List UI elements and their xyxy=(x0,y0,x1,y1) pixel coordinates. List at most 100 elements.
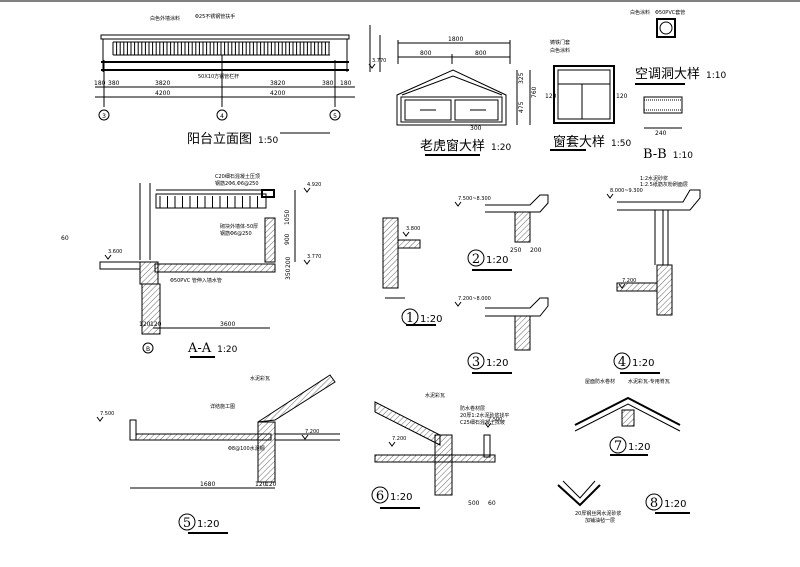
annotation-note: 白色外墙涂料 xyxy=(150,15,180,22)
annotation-note: 1:2.5纸筋灰粉刷面层 xyxy=(640,181,688,188)
axis-bubble: 4 xyxy=(216,109,228,121)
elevation-mark: 7.200 xyxy=(618,278,636,289)
drawing-title: 阳台立面图 xyxy=(187,132,252,147)
elevation-label: 3.770 xyxy=(372,58,386,64)
detail-scale: 1:20 xyxy=(632,358,654,369)
detail-7-title: 7 1:20 xyxy=(609,436,650,454)
elevation-label: 3.600 xyxy=(108,249,122,255)
annotation-note: 防水卷材层 xyxy=(460,405,485,412)
elevation-mark: 7.200 xyxy=(301,429,319,440)
annotation-note: 详结施工图 xyxy=(210,403,235,410)
axis-label: 5 xyxy=(333,113,337,120)
dormer-window xyxy=(396,40,531,156)
dimension-label: 4200 xyxy=(270,90,285,97)
annotation-note: 加铺油毡一层 xyxy=(585,517,615,524)
dimension-label: 1050 xyxy=(284,210,291,225)
dimension-label: 120 xyxy=(139,321,151,328)
detail-number: 3 xyxy=(472,355,480,370)
elevation-label: 7.500 xyxy=(488,417,502,423)
dimension-label: 900 xyxy=(284,233,291,245)
dimension-label: 250 xyxy=(510,247,522,254)
dimension-label: 475 xyxy=(518,101,525,113)
annotation-note: 1:2水泥砂浆 xyxy=(640,175,668,182)
dimension-label: 1800 xyxy=(448,36,463,43)
detail-scale: 1:20 xyxy=(628,442,650,453)
detail-number-circle xyxy=(645,493,663,511)
annotation-note: 铸铁门套 xyxy=(550,39,570,46)
elevation-label: 7.500~8.300 xyxy=(458,196,491,202)
detail-3 xyxy=(472,297,549,374)
dimension-label: 1680 xyxy=(200,481,215,488)
dimension-label: 300 xyxy=(470,125,482,132)
elevation-mark: 3.600 xyxy=(104,249,122,260)
detail-scale: 1:20 xyxy=(486,255,508,266)
detail-number: 6 xyxy=(376,489,384,504)
elevation-label: 8.000~9.300 xyxy=(610,188,643,194)
drawing-scale: 1:10 xyxy=(673,151,693,161)
elevation-mark: 7.500~8.300 xyxy=(454,196,491,207)
detail-6-title: 6 1:20 xyxy=(371,486,412,504)
axis-label: 3 xyxy=(102,113,106,120)
axis-label: 4 xyxy=(220,113,224,120)
balcony-elevation xyxy=(95,25,381,134)
elevation-label: 7.200 xyxy=(305,429,319,435)
detail-scale: 1:20 xyxy=(197,519,219,530)
annotation-note: Φ50PVC 管伸入墙水管 xyxy=(170,277,222,284)
elevation-label: 3.800 xyxy=(406,226,420,232)
dimension-label: 380 xyxy=(108,80,120,87)
detail-scale: 1:20 xyxy=(390,492,412,503)
dimension-label: 60 xyxy=(488,500,496,507)
detail-2 xyxy=(472,194,549,271)
elevation-mark: 7.500 xyxy=(96,411,114,422)
detail-number: 7 xyxy=(614,439,622,454)
dimension-label: 500 xyxy=(468,500,480,507)
detail-scale: 1:20 xyxy=(420,314,442,325)
detail-3-title: 3 1:20 xyxy=(467,352,508,370)
annotation-note: 50X10方钢管栏杆 xyxy=(198,73,239,80)
dimension-label: 800 xyxy=(420,50,432,57)
annotation-note: 20厚钢丝网水泥砂浆 xyxy=(575,510,621,517)
detail-number-circle xyxy=(467,352,485,370)
annotation-note: Φ25不锈钢管扶手 xyxy=(195,13,235,20)
detail-4-title: 4 1:20 xyxy=(613,352,654,370)
elevation-label: 7.500 xyxy=(100,411,114,417)
drawing-title: B-B xyxy=(643,147,667,162)
annotation-note: 白色涂料 xyxy=(630,9,650,16)
elevation-mark: 3.770 xyxy=(303,254,321,265)
dimension-label: 120 xyxy=(255,481,267,488)
axis-bubble: 3 xyxy=(98,109,110,121)
axis-bubble: B xyxy=(142,342,154,354)
detail-1-title: 1 1:20 xyxy=(401,308,442,326)
detail-7 xyxy=(574,396,681,456)
annotation-note: Φ50PVC套管 xyxy=(655,9,685,16)
dimension-label: 240 xyxy=(655,130,667,137)
dimension-label: 180 xyxy=(340,80,352,87)
drawing-scale: 1:20 xyxy=(217,345,237,355)
dimension-label: 800 xyxy=(475,50,487,57)
axis-label: B xyxy=(146,346,150,353)
detail-number: 4 xyxy=(618,355,626,370)
detail-number-circle xyxy=(467,249,485,267)
drawing-title: 老虎窗大样 xyxy=(420,138,485,154)
drawing-title: 空调洞大样 xyxy=(635,67,700,82)
dimension-label: 3600 xyxy=(220,321,235,328)
dimension-label: 120 xyxy=(265,481,277,488)
elevation-label: 3.770 xyxy=(307,254,321,260)
dimension-label: 325 xyxy=(518,72,525,84)
detail-6 xyxy=(374,401,496,509)
elevation-mark: 4.920 xyxy=(303,182,321,193)
annotation-note: 水泥彩瓦 xyxy=(250,375,270,382)
elevation-mark: 8.000~9.300 xyxy=(606,188,643,199)
dimension-label: 3820 xyxy=(270,80,285,87)
detail-number-circle xyxy=(609,436,627,454)
detail-scale: 1:20 xyxy=(486,358,508,369)
annotation-note: 钢筋2Φ6,Φ6@250 xyxy=(215,180,259,187)
dimension-label: 180 xyxy=(94,80,106,87)
annotation-note: 钢筋Φ6@250 xyxy=(220,230,252,237)
detail-number: 1 xyxy=(406,311,414,326)
elevation-label: 4.920 xyxy=(307,182,321,188)
